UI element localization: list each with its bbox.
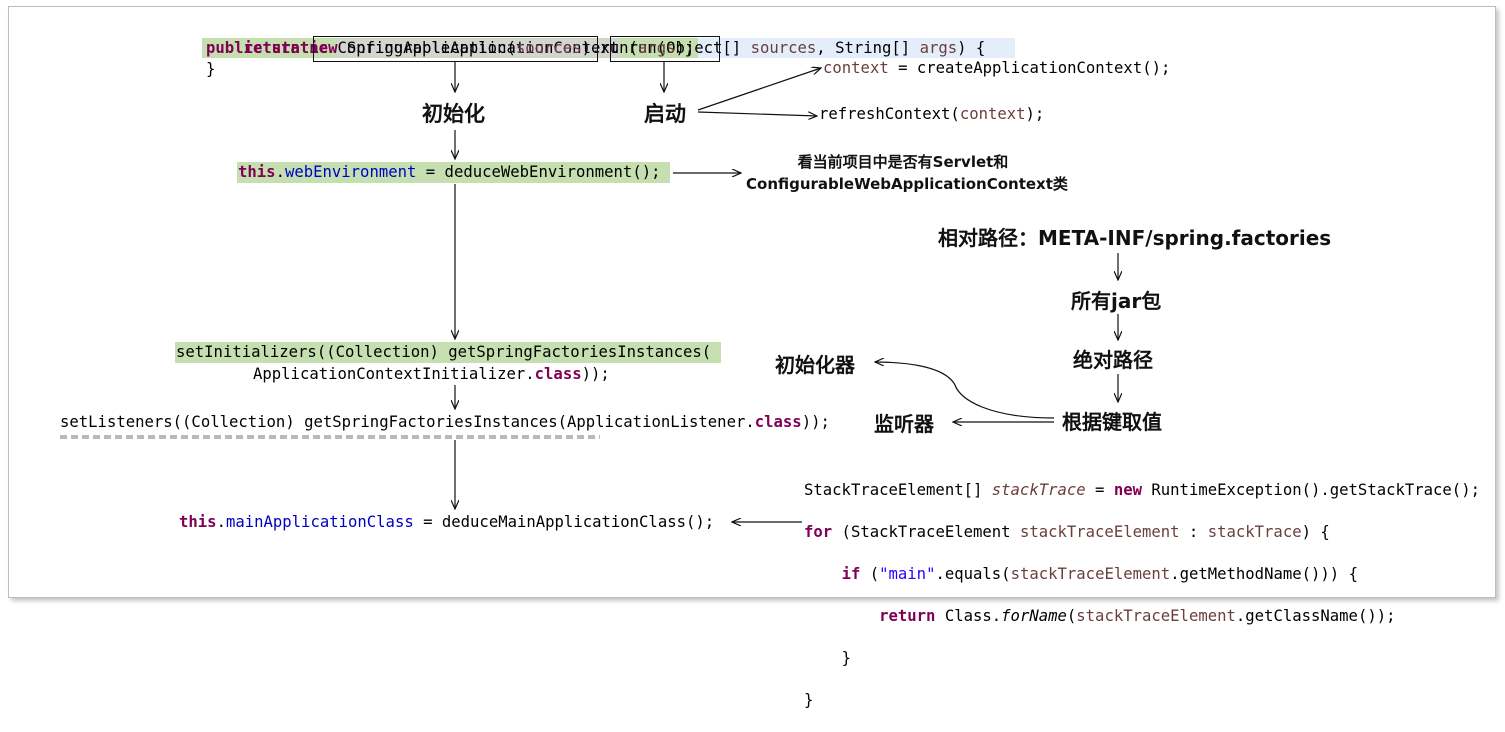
signature-end: ) { <box>957 39 986 57</box>
label-initializer: 初始化器 <box>775 353 855 377</box>
arrow-start-to-create <box>697 68 821 111</box>
create-context-line: context = createApplicationContext(); <box>823 58 1170 79</box>
set-initializers-call: setInitializers((Collection) getSpringFa… <box>176 343 712 361</box>
clipped-line-remnant <box>60 435 600 439</box>
return-type: ConfigurableApplicationContext <box>337 39 620 57</box>
main-class-line: this.mainApplicationClass = deduceMainAp… <box>179 513 715 531</box>
run-call: run( <box>600 39 638 57</box>
method-name: run(Object[] <box>628 39 751 57</box>
arrow-start-to-refresh <box>697 111 817 116</box>
stack-line-6: } <box>804 691 814 709</box>
deduce-web-env-call: = deduceWebEnvironment(); <box>416 163 661 181</box>
keyword-return: return <box>243 39 300 57</box>
deduce-main-class-call: = deduceMainApplicationClass(); <box>413 513 715 531</box>
keyword-public: public <box>206 39 263 57</box>
ctor-arg-sources: sources <box>515 39 582 57</box>
field-main-application-class: mainApplicationClass <box>225 513 414 531</box>
param-separator: , String[] <box>816 39 920 57</box>
initializers-end: )); <box>581 365 610 383</box>
set-initializers-line2: ApplicationContextInitializer.class)); <box>253 364 610 385</box>
factories-get-by-key: 根据键取值 <box>1062 410 1162 434</box>
keyword-new: new <box>309 39 338 57</box>
stack-line-1: StackTraceElement[] stackTrace = new Run… <box>804 481 1480 499</box>
arrow-kv-to-initializer <box>875 362 1055 419</box>
factories-absolute-path: 绝对路径 <box>1073 348 1153 372</box>
label-start: 启动 <box>644 102 686 126</box>
keyword-this: this <box>179 513 217 531</box>
refresh-end: ); <box>1025 105 1045 123</box>
run-return-line: return new SpringApplication(sources).ru… <box>206 38 695 59</box>
keyword-this: this <box>238 163 276 181</box>
label-init: 初始化 <box>422 102 485 126</box>
initializer-class-ref: ApplicationContextInitializer. <box>253 365 535 383</box>
stack-line-4: return Class.forName(stackTraceElement.g… <box>879 607 1396 625</box>
initializers-highlight <box>175 342 721 363</box>
label-listener: 监听器 <box>874 412 934 436</box>
web-env-note: 看当前项目中是否有Servlet和 ConfigurableWebApplica… <box>746 151 1068 195</box>
context-var: context <box>823 59 889 77</box>
param-args: args <box>919 39 958 57</box>
listeners-end: )); <box>801 413 830 431</box>
web-env-note-line1: 看当前项目中是否有Servlet和 <box>797 153 1009 171</box>
refresh-call: refreshContext( <box>819 105 960 123</box>
keyword-class: class <box>754 413 802 431</box>
stack-line-3: if ("main".equals(stackTraceElement.getM… <box>841 565 1358 583</box>
web-env-highlight <box>237 162 670 183</box>
stack-line-5: } <box>841 649 851 667</box>
param-sources: sources <box>750 39 817 57</box>
run-arg-args: args <box>637 39 676 57</box>
arrows-layer <box>0 61 1505 609</box>
web-env-note-line2: ConfigurableWebApplicationContext类 <box>746 175 1068 193</box>
refresh-context-line: refreshContext(context); <box>819 104 1044 125</box>
run-call-end: ); <box>675 39 695 57</box>
set-listeners-line: setListeners((Collection) getSpringFacto… <box>60 412 830 433</box>
run-method-close: } <box>206 59 215 80</box>
diagram-canvas <box>8 6 1496 598</box>
web-env-line: this.webEnvironment = deduceWebEnvironme… <box>238 163 661 181</box>
set-initializers-line1: setInitializers((Collection) getSpringFa… <box>176 342 711 363</box>
run-args-box <box>610 36 720 62</box>
field-web-environment: webEnvironment <box>284 163 417 181</box>
constructor-call: SpringApplication( <box>337 39 516 57</box>
factories-relative-path: 相对路径：META-INF/spring.factories <box>938 226 1332 250</box>
close-brace: } <box>206 60 216 78</box>
set-listeners-call: setListeners((Collection) getSpringFacto… <box>60 413 755 431</box>
keyword-class: class <box>534 365 582 383</box>
stack-line-2: for (StackTraceElement stackTraceElement… <box>804 523 1330 541</box>
refresh-arg: context <box>959 105 1026 123</box>
return-line-selection <box>698 38 1015 58</box>
ctor-close: ). <box>581 39 601 57</box>
factories-all-jars: 所有jar包 <box>1071 289 1162 313</box>
create-context-call: = createApplicationContext(); <box>888 59 1171 77</box>
